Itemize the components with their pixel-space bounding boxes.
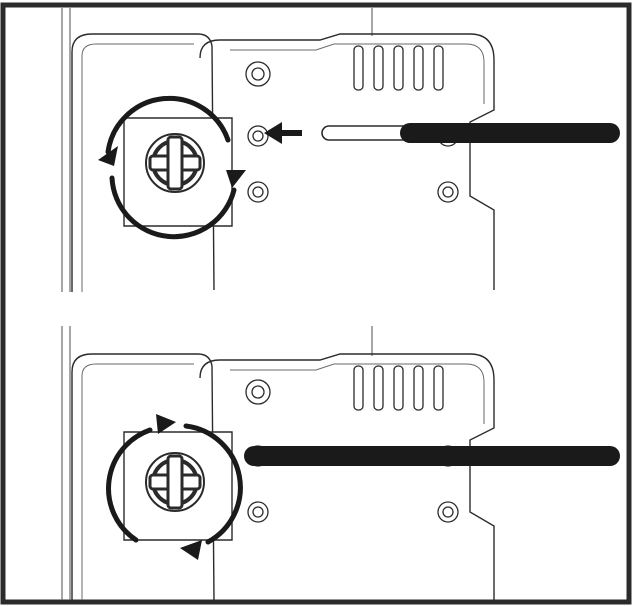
vent-module-bottom xyxy=(199,353,495,600)
panel-bottom xyxy=(61,326,620,601)
vent-module-top xyxy=(199,33,495,290)
insert-arrow-icon xyxy=(264,122,302,144)
vent-slots-top xyxy=(353,45,444,91)
rotate-arrowhead-top-b xyxy=(226,170,246,188)
panel-top xyxy=(61,8,620,292)
wall-lines-bottom xyxy=(61,326,373,600)
rotate-arrowhead-bottom-b xyxy=(180,540,202,560)
probe-rod-top xyxy=(321,123,620,143)
vent-module-inner-bottom xyxy=(230,363,485,424)
probe-rod-bottom xyxy=(244,446,620,466)
vent-slots-bottom xyxy=(353,365,444,411)
rotate-arrowhead-top-a xyxy=(98,146,118,166)
screw-head-icon-bottom xyxy=(145,452,205,512)
device-housing-inner-bottom xyxy=(81,363,194,600)
device-housing-inner-top xyxy=(81,43,194,292)
rotate-arrowhead-bottom-a xyxy=(156,414,176,434)
wall-lines-top xyxy=(61,8,373,292)
rotate-arrows-icon-bottom xyxy=(106,423,243,545)
screw-head-icon xyxy=(145,133,205,193)
vent-module-inner-top xyxy=(230,43,485,104)
rotate-arrows-icon xyxy=(105,95,237,240)
